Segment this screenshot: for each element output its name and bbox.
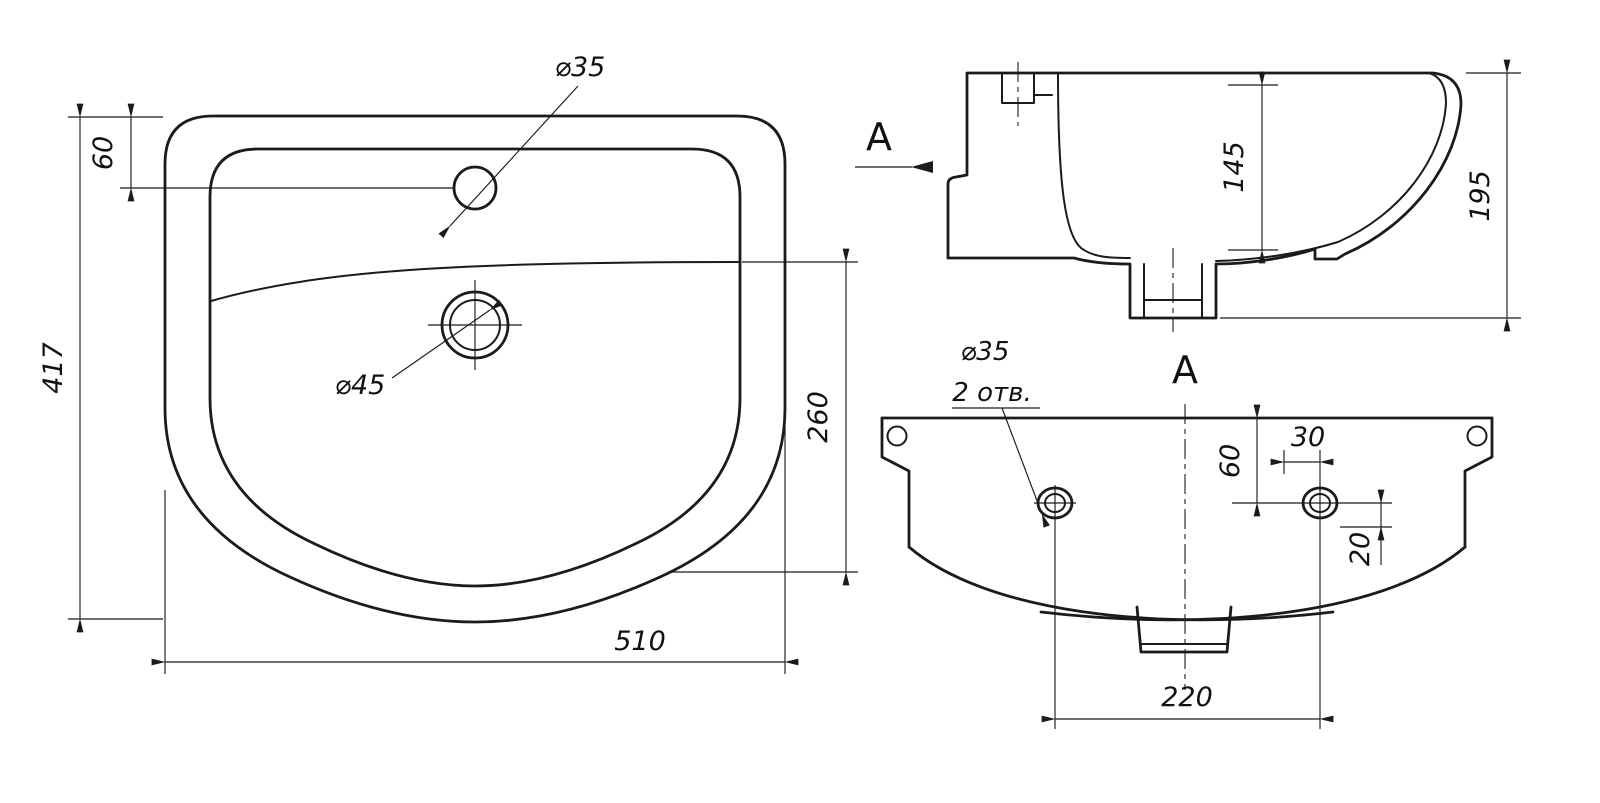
rear-view-title: A — [1172, 348, 1198, 392]
rear-dim-label-220: 220 — [1161, 682, 1213, 713]
view-direction-label: A — [866, 115, 892, 159]
dim-label-195: 195 — [1465, 170, 1496, 222]
rear-bowl-underside-left-arc — [907, 545, 1335, 622]
rear-drain-boss — [1135, 605, 1233, 654]
basin-outer-contour — [163, 114, 787, 624]
mount-hole-left — [886, 425, 908, 447]
side-view: A 145 195 — [855, 59, 1521, 332]
side-faucet-hole-section — [1001, 72, 1053, 104]
rear-dim-label-60: 60 — [1215, 444, 1246, 478]
rear-left-profile — [880, 416, 911, 549]
rear-dim-label-30: 30 — [1291, 422, 1325, 453]
side-outer-contour — [946, 71, 1463, 320]
rear-leader-line — [1001, 407, 1050, 528]
dim-label-260: 260 — [803, 391, 834, 443]
rear-right-profile — [1463, 416, 1494, 549]
dim-label-faucet-dia: ⌀35 — [555, 52, 606, 83]
dim-label-60: 60 — [88, 136, 119, 170]
dim-label-drain-dia: ⌀45 — [335, 370, 386, 401]
rear-hole-count-label: 2 отв. — [952, 378, 1031, 408]
rear-hole-dia-label: ⌀35 — [961, 337, 1010, 367]
dim-label-510: 510 — [614, 626, 666, 657]
rear-bowl-underside-right-arc — [1039, 545, 1467, 622]
faucet-hole — [452, 165, 498, 211]
faucet-dia-leader — [438, 85, 579, 239]
dim-label-145: 145 — [1219, 141, 1250, 193]
drain-dia-leader — [391, 299, 503, 379]
side-bowl-inner-right — [1215, 72, 1447, 262]
rear-dim-label-20: 20 — [1345, 532, 1376, 566]
basin-rim-inner-contour — [208, 147, 742, 588]
top-view: ⌀35 ⌀45 417 60 260 510 — [38, 52, 858, 674]
side-bowl-inner-left — [1057, 72, 1131, 259]
mount-hole-right — [1466, 425, 1488, 447]
dim-label-417: 417 — [38, 342, 69, 394]
rear-view: A ⌀35 2 отв. 60 30 20 — [880, 337, 1494, 729]
basin-bowl-edge-curve — [210, 261, 741, 302]
